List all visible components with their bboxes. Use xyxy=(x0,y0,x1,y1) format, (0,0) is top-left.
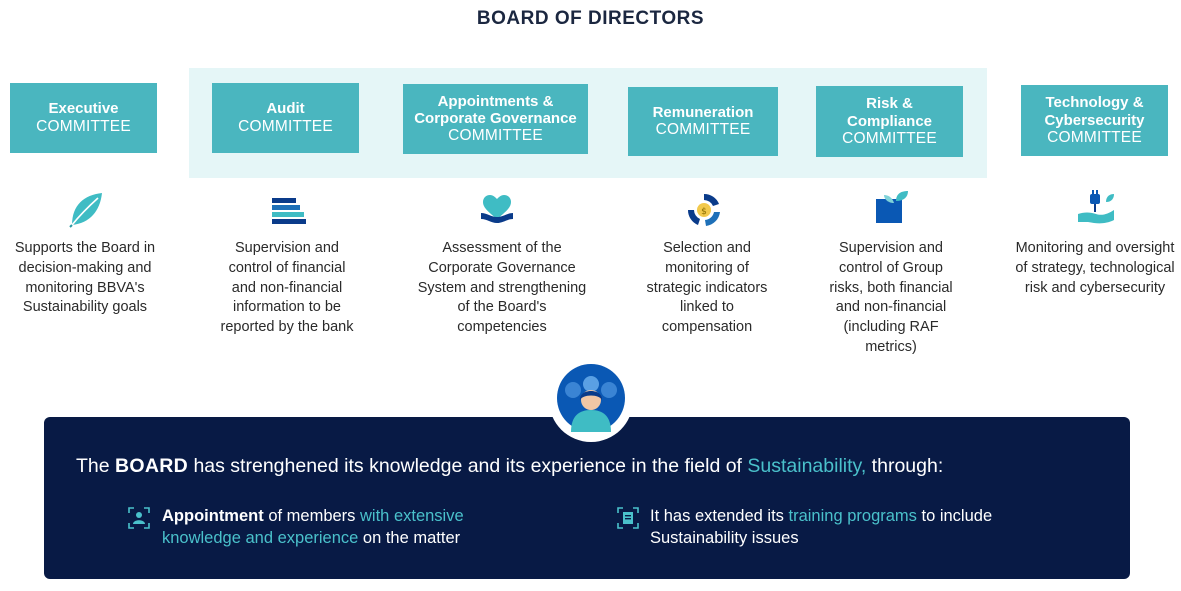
board-avatar xyxy=(549,358,633,442)
board-intro-text: The xyxy=(76,455,116,477)
board-highlight-text: Sustainability, xyxy=(747,455,867,477)
board-statement: The BOARD has strenghened its knowledge … xyxy=(76,455,943,478)
bullet-bold-text: Appointment xyxy=(162,507,264,525)
book-focus-icon xyxy=(617,507,639,529)
committee-description: Monitoring and oversight of strategy, te… xyxy=(1015,240,1175,296)
committee-sub: COMMITTEE xyxy=(238,117,333,135)
board-summary-panel xyxy=(44,417,1130,579)
leaf-icon xyxy=(69,193,102,228)
committee-name: Technology & Cybersecurity xyxy=(1044,94,1145,129)
bullet-text: on the matter xyxy=(358,529,461,547)
recycle-coin-icon: $ xyxy=(687,193,720,226)
svg-text:$: $ xyxy=(701,207,707,217)
committee-sub: COMMITTEE xyxy=(36,117,131,135)
committee-sub: COMMITTEE xyxy=(655,121,751,139)
bullet-text: It has extended its xyxy=(650,507,789,525)
committee-name: Risk & Compliance xyxy=(846,95,933,130)
bullet-text: of members xyxy=(263,507,361,525)
committee-sub: COMMITTEE xyxy=(1047,128,1142,146)
committee-sub: COMMITTEE xyxy=(842,129,937,147)
committee-executive: Executive COMMITTEE xyxy=(10,83,157,153)
group-people-icon xyxy=(557,364,625,432)
committee-description: Assessment of the Corporate Governance S… xyxy=(417,240,587,336)
committee-description: Supervision and control of financial and… xyxy=(220,240,354,336)
committee-appointments: Appointments & Corporate Governance COMM… xyxy=(403,84,588,154)
committee-remuneration: Remuneration COMMITTEE xyxy=(628,87,778,156)
bullet-highlight-text: training programs xyxy=(788,507,917,525)
board-bold-text: BOARD xyxy=(115,455,189,477)
committee-description: Supports the Board in decision-making an… xyxy=(14,240,156,316)
heart-hands-icon xyxy=(481,195,513,223)
board-intro-text: has strenghened its knowledge and its ex… xyxy=(188,455,748,477)
committee-sub: COMMITTEE xyxy=(448,127,543,145)
bullet-highlight-text: with extensive knowledge and experience xyxy=(162,507,464,547)
cube-leaf-icon xyxy=(876,191,908,223)
bullet-text: to include Sustainability issues xyxy=(650,507,993,547)
committee-technology: Technology & Cybersecurity COMMITTEE xyxy=(1021,85,1168,156)
committee-name: Appointments & Corporate Governance xyxy=(414,92,577,128)
committee-description: Selection and monitoring of strategic in… xyxy=(646,240,768,336)
board-bullet-training: It has extended its training programs to… xyxy=(650,505,1060,549)
committee-name: Audit xyxy=(266,100,305,118)
committee-risk: Risk & Compliance COMMITTEE xyxy=(816,86,963,157)
person-focus-icon xyxy=(128,507,150,529)
committee-name: Executive xyxy=(48,100,119,118)
committee-description: Supervision and control of Group risks, … xyxy=(829,240,953,355)
committee-name: Remuneration xyxy=(652,103,754,121)
stacked-layers-icon xyxy=(272,198,306,224)
page-title: BOARD OF DIRECTORS xyxy=(476,8,705,29)
hand-plug-icon xyxy=(1078,190,1114,224)
board-intro-text: through: xyxy=(866,455,944,477)
board-bullet-appointment: Appointment of members with extensive kn… xyxy=(162,505,522,549)
committee-audit: Audit COMMITTEE xyxy=(212,83,359,153)
